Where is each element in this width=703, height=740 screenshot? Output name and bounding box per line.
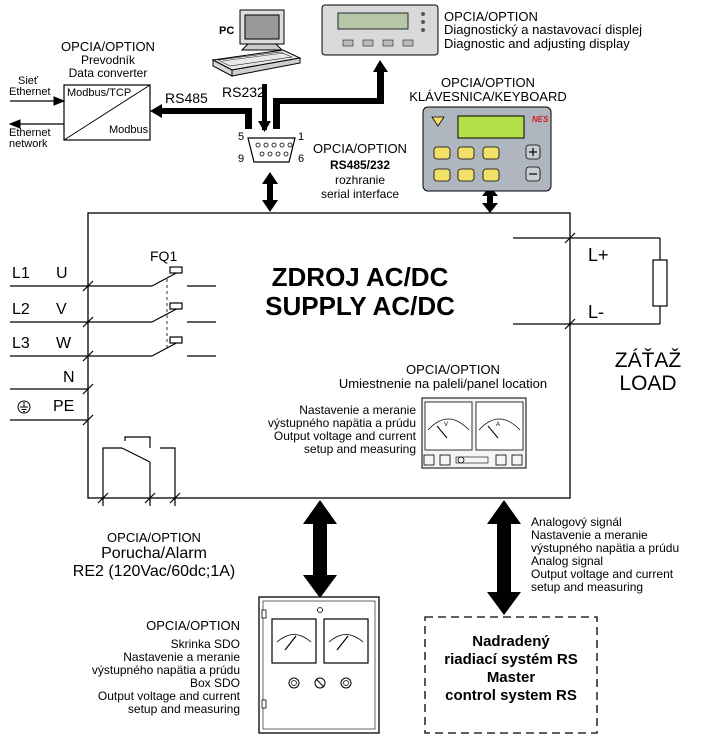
alarm-option: OPCIA/OPTION [107, 530, 201, 545]
pin-9: 9 [238, 153, 245, 165]
phase-u: U [56, 265, 68, 282]
panel-meters [421, 397, 527, 469]
converter-modbus: Modbus [109, 124, 149, 136]
converter-option: OPCIA/OPTION [61, 39, 155, 54]
converter-title-en: Data converter [68, 66, 148, 80]
meter-en-1: Output voltage and current [273, 429, 416, 443]
rs485-label: RS485 [165, 90, 208, 106]
pin-5: 5 [238, 131, 245, 143]
alarm-title: Porucha/Alarm [101, 545, 207, 562]
pin-1: 1 [298, 131, 305, 143]
pin-6: 6 [298, 153, 305, 165]
display-option: OPCIA/OPTION [444, 9, 538, 24]
pc-icon [211, 9, 302, 77]
fq1-label: FQ1 [150, 248, 178, 264]
net-en-2: network [9, 138, 48, 150]
net-sk-1: Sieť [18, 75, 39, 87]
phase-v: V [56, 301, 67, 318]
diagnostic-display [321, 4, 439, 56]
sdo-option: OPCIA/OPTION [146, 618, 240, 633]
sdo-line5: Output voltage and current [97, 689, 240, 703]
phase-pe: PE [53, 398, 75, 415]
net-sk-2: Ethernet [9, 86, 51, 98]
earth-icon [17, 400, 31, 414]
phase-w: W [56, 335, 72, 352]
output-minus: L- [588, 302, 605, 322]
sdo-box [258, 596, 380, 734]
sdo-line1: Skrinka SDO [170, 637, 240, 651]
serial-option: OPCIA/OPTION [313, 141, 407, 156]
input-lines [10, 266, 216, 426]
sdo-line4: Box SDO [189, 676, 240, 690]
alarm-spec: RE2 (120Vac/60dc;1A) [72, 563, 236, 580]
panel-option: OPCIA/OPTION [406, 362, 500, 377]
serial-sk: rozhranie [334, 173, 386, 187]
analog-line2: Nastavenie a meranie [531, 528, 648, 542]
analog-line3: výstupného napätia a prúdu [531, 541, 680, 555]
master-line1: Nadradený [472, 633, 550, 650]
panel-location: Umiestnenie na paleli/panel location [338, 376, 548, 391]
display-sk: Diagnostický a nastavovací displej [444, 22, 642, 37]
db9-connector [247, 137, 296, 163]
keyboard-option: OPCIA/OPTION [441, 75, 535, 90]
phase-n: N [63, 369, 75, 386]
load-sk: ZÁŤAŽ [614, 349, 682, 372]
output-lines [513, 232, 661, 330]
sdo-line2: Nastavenie a meranie [123, 650, 240, 664]
line-l2: L2 [12, 301, 30, 318]
rs232-label: RS232 [222, 84, 265, 100]
meter-sk-2: výstupného napätia a prúdu [267, 416, 416, 430]
meter-a: A [496, 422, 501, 428]
converter-title-sk: Prevodník [80, 53, 136, 67]
line-l1: L1 [12, 265, 30, 282]
analog-line6: setup and measuring [531, 580, 644, 594]
analog-line4: Analog signal [531, 554, 604, 568]
load-resistor [652, 259, 668, 307]
pc-label: PC [219, 25, 235, 37]
meter-sk-1: Nastavenie a meranie [299, 403, 416, 417]
supply-title-2: SUPPLY AC/DC [265, 291, 455, 321]
supply-title-1: ZDROJ AC/DC [271, 262, 449, 292]
meter-v: V [444, 422, 449, 428]
data-converter [63, 84, 151, 141]
master-line3: Master [486, 669, 536, 686]
master-line4: control system RS [445, 687, 577, 704]
keyboard-title: KLÁVESNICA/KEYBOARD [409, 89, 567, 104]
output-plus: L+ [588, 245, 609, 265]
analog-line1: Analogový signál [531, 515, 622, 529]
master-box [424, 616, 598, 734]
serial-en: serial interface [320, 187, 400, 201]
alarm-relay [97, 436, 181, 506]
sdo-line3: výstupného napätia a prúdu [91, 663, 240, 677]
meter-en-2: setup and measuring [303, 442, 416, 456]
bus-arrows [150, 60, 521, 615]
keyboard-panel [422, 106, 552, 192]
net-en-1: Ethernet [9, 127, 51, 139]
keyboard-logo: NES [532, 115, 549, 124]
converter-modbus-tcp: Modbus/TCP [67, 87, 132, 99]
load-en: LOAD [619, 372, 677, 395]
sdo-line6: setup and measuring [127, 702, 240, 716]
serial-type: RS485/232 [329, 158, 391, 172]
line-l3: L3 [12, 335, 30, 352]
analog-line5: Output voltage and current [531, 567, 674, 581]
display-en: Diagnostic and adjusting display [444, 36, 630, 51]
ethernet-arrows [8, 96, 66, 129]
master-line2: riadiací systém RS [444, 651, 578, 668]
